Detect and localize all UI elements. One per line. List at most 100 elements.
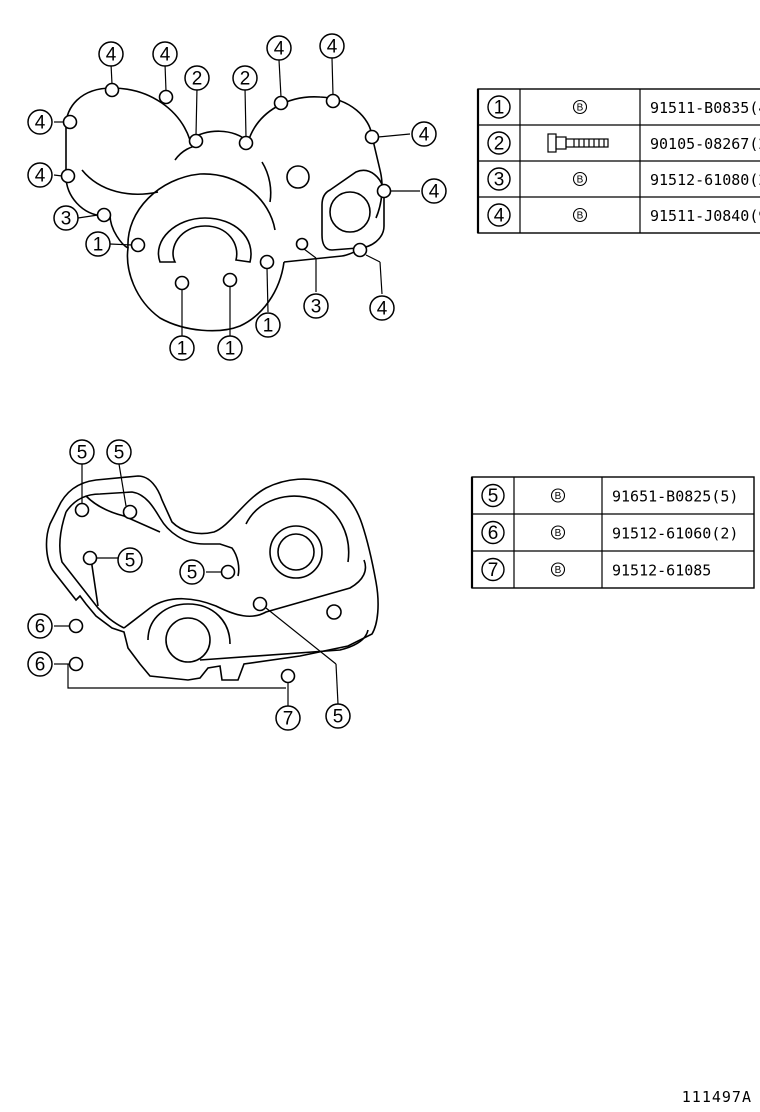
callout-circle xyxy=(325,703,351,729)
part-number: 91511-J0840(9) xyxy=(650,207,760,225)
key-circle xyxy=(487,95,511,119)
key-circle xyxy=(487,167,511,191)
key-number: 3 xyxy=(494,170,505,191)
flange-bolt-icon xyxy=(547,133,609,153)
callout-number: 5 xyxy=(77,443,88,464)
b-symbol-icon: B xyxy=(572,207,588,223)
callout-number: 6 xyxy=(35,617,46,638)
key-number: 2 xyxy=(494,134,505,155)
callout-number: 3 xyxy=(61,209,72,230)
callout-number: 3 xyxy=(311,297,322,318)
b-symbol: B xyxy=(577,175,584,186)
upper-callout-4: 4 xyxy=(411,121,437,147)
key-circle xyxy=(481,520,505,545)
b-symbol-icon: B xyxy=(572,99,588,115)
lower-bolt-holes xyxy=(68,502,296,684)
lower-callout-5: 5 xyxy=(179,559,205,585)
b-symbol: B xyxy=(555,491,562,502)
lower-callout-5: 5 xyxy=(106,439,132,465)
upper-callout-1: 1 xyxy=(217,335,243,361)
callout-number: 4 xyxy=(419,125,430,146)
upper-leader-lines xyxy=(53,57,420,336)
diagram-code: 111497A xyxy=(681,1088,752,1106)
callout-number: 4 xyxy=(35,166,46,187)
upper-callout-4: 4 xyxy=(27,109,53,135)
callout-circle xyxy=(152,41,178,67)
callout-circle xyxy=(184,65,210,91)
part-number: 91512-61060(2) xyxy=(612,525,738,543)
part-number: 90105-08267(2) xyxy=(650,135,760,153)
callout-circle xyxy=(319,33,345,59)
key-circle xyxy=(487,203,511,227)
b-symbol-icon: B xyxy=(550,562,566,577)
key-circle xyxy=(481,557,505,582)
callout-circle xyxy=(303,293,329,319)
callout-circle xyxy=(255,312,281,338)
callout-circle xyxy=(27,162,53,188)
upper-bolt-holes xyxy=(60,82,392,291)
key-circle xyxy=(487,131,511,155)
callout-circle xyxy=(27,109,53,135)
callout-number: 4 xyxy=(160,45,171,66)
callout-circle xyxy=(106,439,132,465)
part-number: 91512-61085 xyxy=(612,562,711,580)
upper-row-2: 2 90105-08267(2) xyxy=(487,131,760,155)
callout-number: 2 xyxy=(240,69,251,90)
callout-number: 5 xyxy=(187,563,198,584)
lower-callout-5: 5 xyxy=(117,547,143,573)
lower-row-7: 7 B 91512-61085 xyxy=(481,557,711,582)
upper-callout-4: 4 xyxy=(266,35,292,61)
upper-callout-2: 2 xyxy=(232,65,258,91)
callout-circle xyxy=(117,547,143,573)
key-number: 5 xyxy=(488,486,499,507)
upper-callout-3: 3 xyxy=(53,205,79,231)
callout-circle xyxy=(266,35,292,61)
b-symbol: B xyxy=(555,528,562,539)
callout-circle xyxy=(232,65,258,91)
callout-circle xyxy=(27,613,53,639)
upper-row-4: 4 B 91511-J0840(9) xyxy=(487,203,760,227)
callout-circle xyxy=(98,41,124,67)
callout-number: 5 xyxy=(114,443,125,464)
b-symbol-icon: B xyxy=(572,171,588,187)
callout-number: 1 xyxy=(177,339,188,360)
callout-number: 4 xyxy=(377,299,388,320)
upper-callout-1: 1 xyxy=(85,231,111,257)
part-number: 91512-61080(2) xyxy=(650,171,760,189)
callout-circle xyxy=(217,335,243,361)
upper-callout-4: 4 xyxy=(319,33,345,59)
callout-circle xyxy=(275,705,301,731)
upper-callout-1: 1 xyxy=(255,312,281,338)
callout-number: 4 xyxy=(106,45,117,66)
callout-circle xyxy=(411,121,437,147)
callout-number: 5 xyxy=(125,551,136,572)
upper-callout-1: 1 xyxy=(169,335,195,361)
upper-callout-4: 4 xyxy=(27,162,53,188)
callout-number: 4 xyxy=(429,182,440,203)
b-symbol: B xyxy=(555,565,562,576)
upper-callout-4: 4 xyxy=(98,41,124,67)
callout-number: 5 xyxy=(333,707,344,728)
lower-leader-lines xyxy=(54,463,339,706)
callout-circle xyxy=(85,231,111,257)
upper-callout-4: 4 xyxy=(421,178,447,204)
callout-circle xyxy=(169,335,195,361)
callout-circle xyxy=(53,205,79,231)
key-number: 4 xyxy=(494,206,505,227)
callout-circle xyxy=(69,439,95,465)
key-number: 6 xyxy=(488,523,499,544)
callout-circle xyxy=(179,559,205,585)
callout-number: 1 xyxy=(93,235,104,256)
callout-number: 4 xyxy=(327,37,338,58)
callout-number: 6 xyxy=(35,655,46,676)
key-circle xyxy=(481,483,505,508)
lower-callout-5: 5 xyxy=(325,703,351,729)
callout-circle xyxy=(369,295,395,321)
key-number: 7 xyxy=(488,560,499,581)
